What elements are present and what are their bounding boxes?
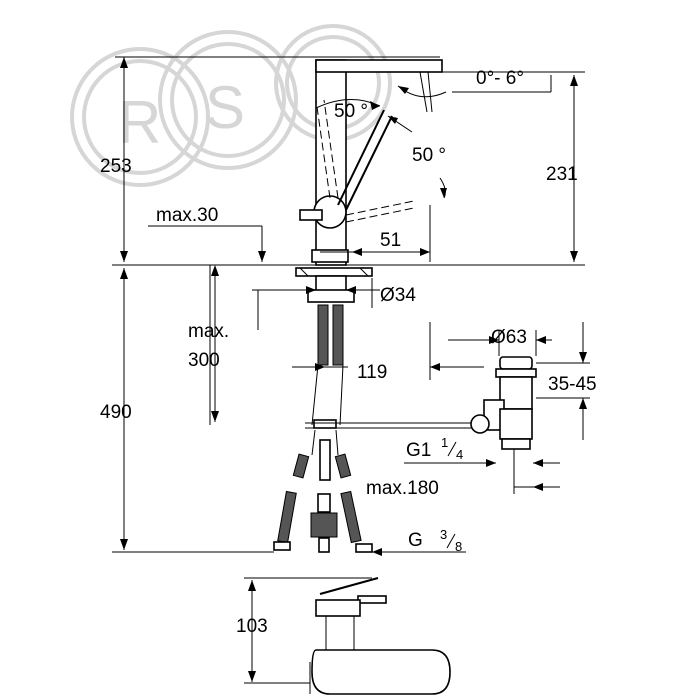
dimension-35-45: 35-45 xyxy=(536,322,597,440)
dim-g1-frac-den: 4 xyxy=(456,447,463,462)
faucet-elevation xyxy=(299,59,443,266)
dimension-max300: max. 300 xyxy=(188,265,229,425)
dimension-lever-angles: 50 ° 50 ° xyxy=(315,98,447,199)
dim-490-label: 490 xyxy=(100,402,132,423)
underside-assembly xyxy=(273,267,373,553)
dimension-490: 490 xyxy=(100,268,274,553)
dimension-119: 119 xyxy=(292,322,484,383)
dim-35-45-label: 35-45 xyxy=(548,374,597,395)
dim-g1-frac-num: 1 xyxy=(441,435,448,450)
dim-g38-frac-num: 3 xyxy=(440,527,447,542)
dim-g38-base: G xyxy=(408,530,423,551)
dim-103-label: 103 xyxy=(236,616,268,637)
plan-view: 103 xyxy=(236,577,451,695)
dim-max180-label: max.180 xyxy=(366,478,439,499)
dim-dia34-label: Ø34 xyxy=(380,285,416,306)
dim-g1-base: G1 xyxy=(406,440,431,461)
dim-231-label: 231 xyxy=(546,164,578,185)
dimension-g1-quarter: G1 1 4 xyxy=(404,435,560,494)
dimension-dia63: Ø63 xyxy=(448,327,552,356)
dim-119-label: 119 xyxy=(357,362,387,383)
watermark-letter-r: R xyxy=(118,89,161,156)
dim-tilt-label: 0°- 6° xyxy=(476,68,524,89)
dim-angle-a-label: 50 ° xyxy=(334,101,368,122)
dim-max30-label: max.30 xyxy=(156,205,218,226)
dim-max300-line1: max. xyxy=(188,321,229,342)
dimension-231: 231 xyxy=(440,71,585,262)
dimension-g-three-eighths: G 3 8 xyxy=(372,527,466,556)
dim-dia63-label: Ø63 xyxy=(491,327,527,348)
dimension-max180: max.180 xyxy=(366,478,439,499)
dim-51-label: 51 xyxy=(380,230,401,251)
dim-253-label: 253 xyxy=(100,156,132,177)
dimension-253: 253 xyxy=(100,56,440,262)
watermark-letter-s: S xyxy=(205,74,245,141)
drain-connection-pipe xyxy=(305,422,480,429)
dim-angle-b-label: 50 ° xyxy=(412,145,446,166)
dim-g38-frac-den: 8 xyxy=(455,539,462,554)
dimension-dia34: Ø34 xyxy=(252,278,416,330)
dimension-tilt-angle: 0°- 6° xyxy=(397,68,552,98)
dim-max300-line2: 300 xyxy=(188,350,220,371)
dimension-51: 51 xyxy=(320,205,431,262)
dimension-max30: max.30 xyxy=(148,205,266,262)
pop-up-waste xyxy=(470,356,537,450)
